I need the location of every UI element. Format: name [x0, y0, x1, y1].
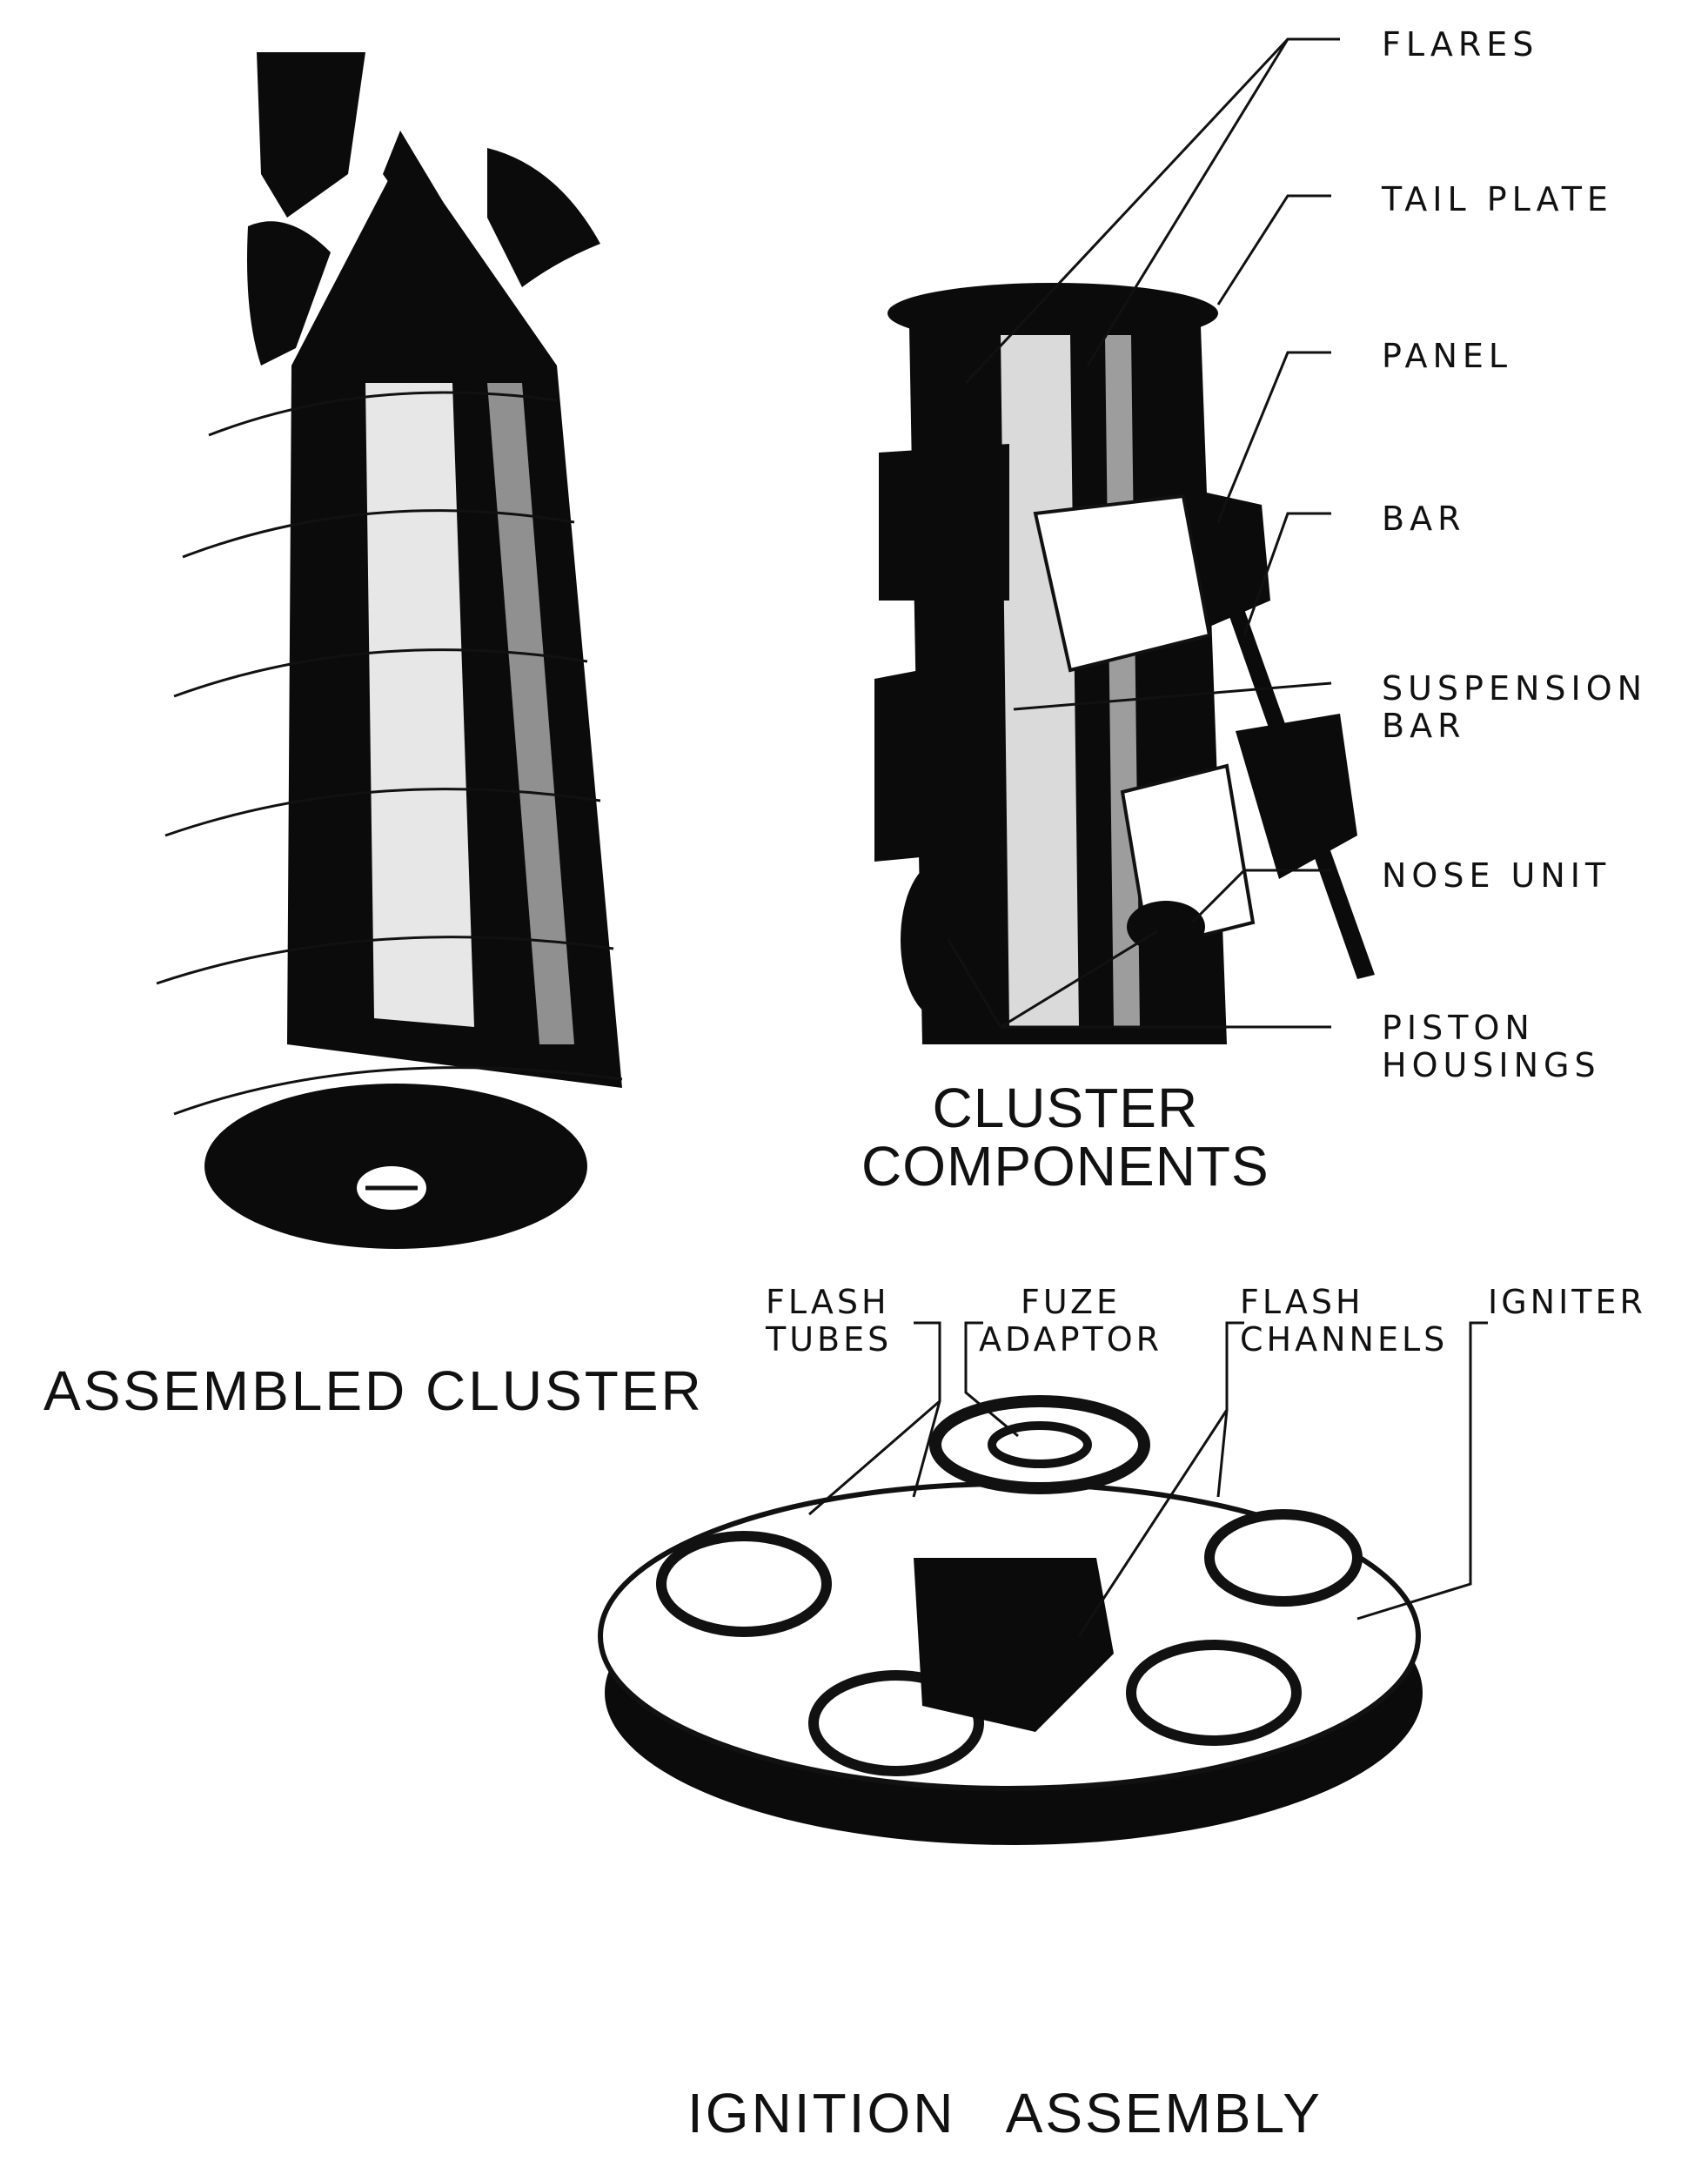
leader-bar	[1242, 512, 1331, 636]
caption-assembled-cluster: ASSEMBLED CLUSTER	[44, 1359, 704, 1422]
label-bar: BAR	[1382, 500, 1466, 538]
leader-nose-unit	[1190, 869, 1331, 924]
label-nose-unit: NOSE UNIT	[1382, 856, 1611, 895]
leader-flash-tubes	[808, 1321, 941, 1516]
tail-fin	[257, 52, 365, 218]
caption-ignition-assembly: IGNITION ASSEMBLY	[687, 2082, 1323, 2144]
flash-tube	[1126, 1640, 1302, 1746]
label-fuze-adaptor: FUZE ADAPTOR	[979, 1283, 1163, 1359]
leader-suspension-bar	[1013, 681, 1332, 711]
label-panel: PANEL	[1382, 337, 1513, 375]
label-flares: FLARES	[1382, 25, 1539, 64]
panel	[1033, 493, 1212, 673]
cluster-components-drawing	[874, 37, 1375, 1044]
body-highlight	[365, 383, 474, 1027]
central-hub	[914, 1558, 1114, 1732]
tail-fin	[487, 148, 600, 287]
nose-base	[204, 1084, 587, 1249]
band-ring	[156, 936, 614, 985]
leader-flash-channels	[1216, 1409, 1229, 1498]
assembled-cluster-drawing	[156, 52, 623, 1249]
leader-panel	[1216, 351, 1331, 523]
band-ring	[164, 788, 601, 837]
label-flash-tubes: FLASH TUBES	[766, 1283, 893, 1359]
ignition-assembly-drawing	[598, 1321, 1488, 1845]
body-highlight	[487, 383, 574, 1044]
leader-flash-channels	[1077, 1321, 1244, 1637]
band-ring	[173, 648, 588, 698]
tail-cone	[291, 165, 557, 366]
label-tail-plate: TAIL PLATE	[1382, 180, 1613, 218]
piston-housing	[1127, 901, 1205, 953]
panel	[879, 444, 1009, 601]
leader-tail-plate	[1216, 194, 1331, 305]
leader-piston-housings	[1000, 929, 1158, 1029]
column-highlight	[1001, 335, 1079, 1027]
leader-flares	[1086, 38, 1289, 366]
panel	[874, 661, 966, 862]
piston-housing	[901, 862, 979, 1018]
fuze-adaptor-inner	[988, 1421, 1092, 1468]
label-suspension-bar: SUSPENSION BAR	[1382, 669, 1648, 745]
leader-flash-tubes	[912, 1400, 941, 1498]
leader-igniter	[1356, 1321, 1488, 1621]
label-igniter: IGNITER	[1488, 1283, 1646, 1321]
band-ring	[182, 509, 575, 559]
igniter-cup	[1204, 1509, 1363, 1607]
label-flash-channels: FLASH CHANNELS	[1240, 1283, 1449, 1359]
band-ring	[208, 391, 558, 437]
leader-fuze-adaptor	[964, 1321, 1019, 1438]
flash-tube	[656, 1531, 832, 1637]
panel-edge	[1183, 487, 1270, 627]
caption-cluster-components: CLUSTER COMPONENTS	[861, 1077, 1269, 1198]
label-piston-housings: PISTON HOUSINGS	[1382, 1009, 1601, 1084]
band-ring	[173, 1066, 623, 1116]
bar	[1227, 609, 1375, 979]
tail-fin	[247, 221, 331, 366]
